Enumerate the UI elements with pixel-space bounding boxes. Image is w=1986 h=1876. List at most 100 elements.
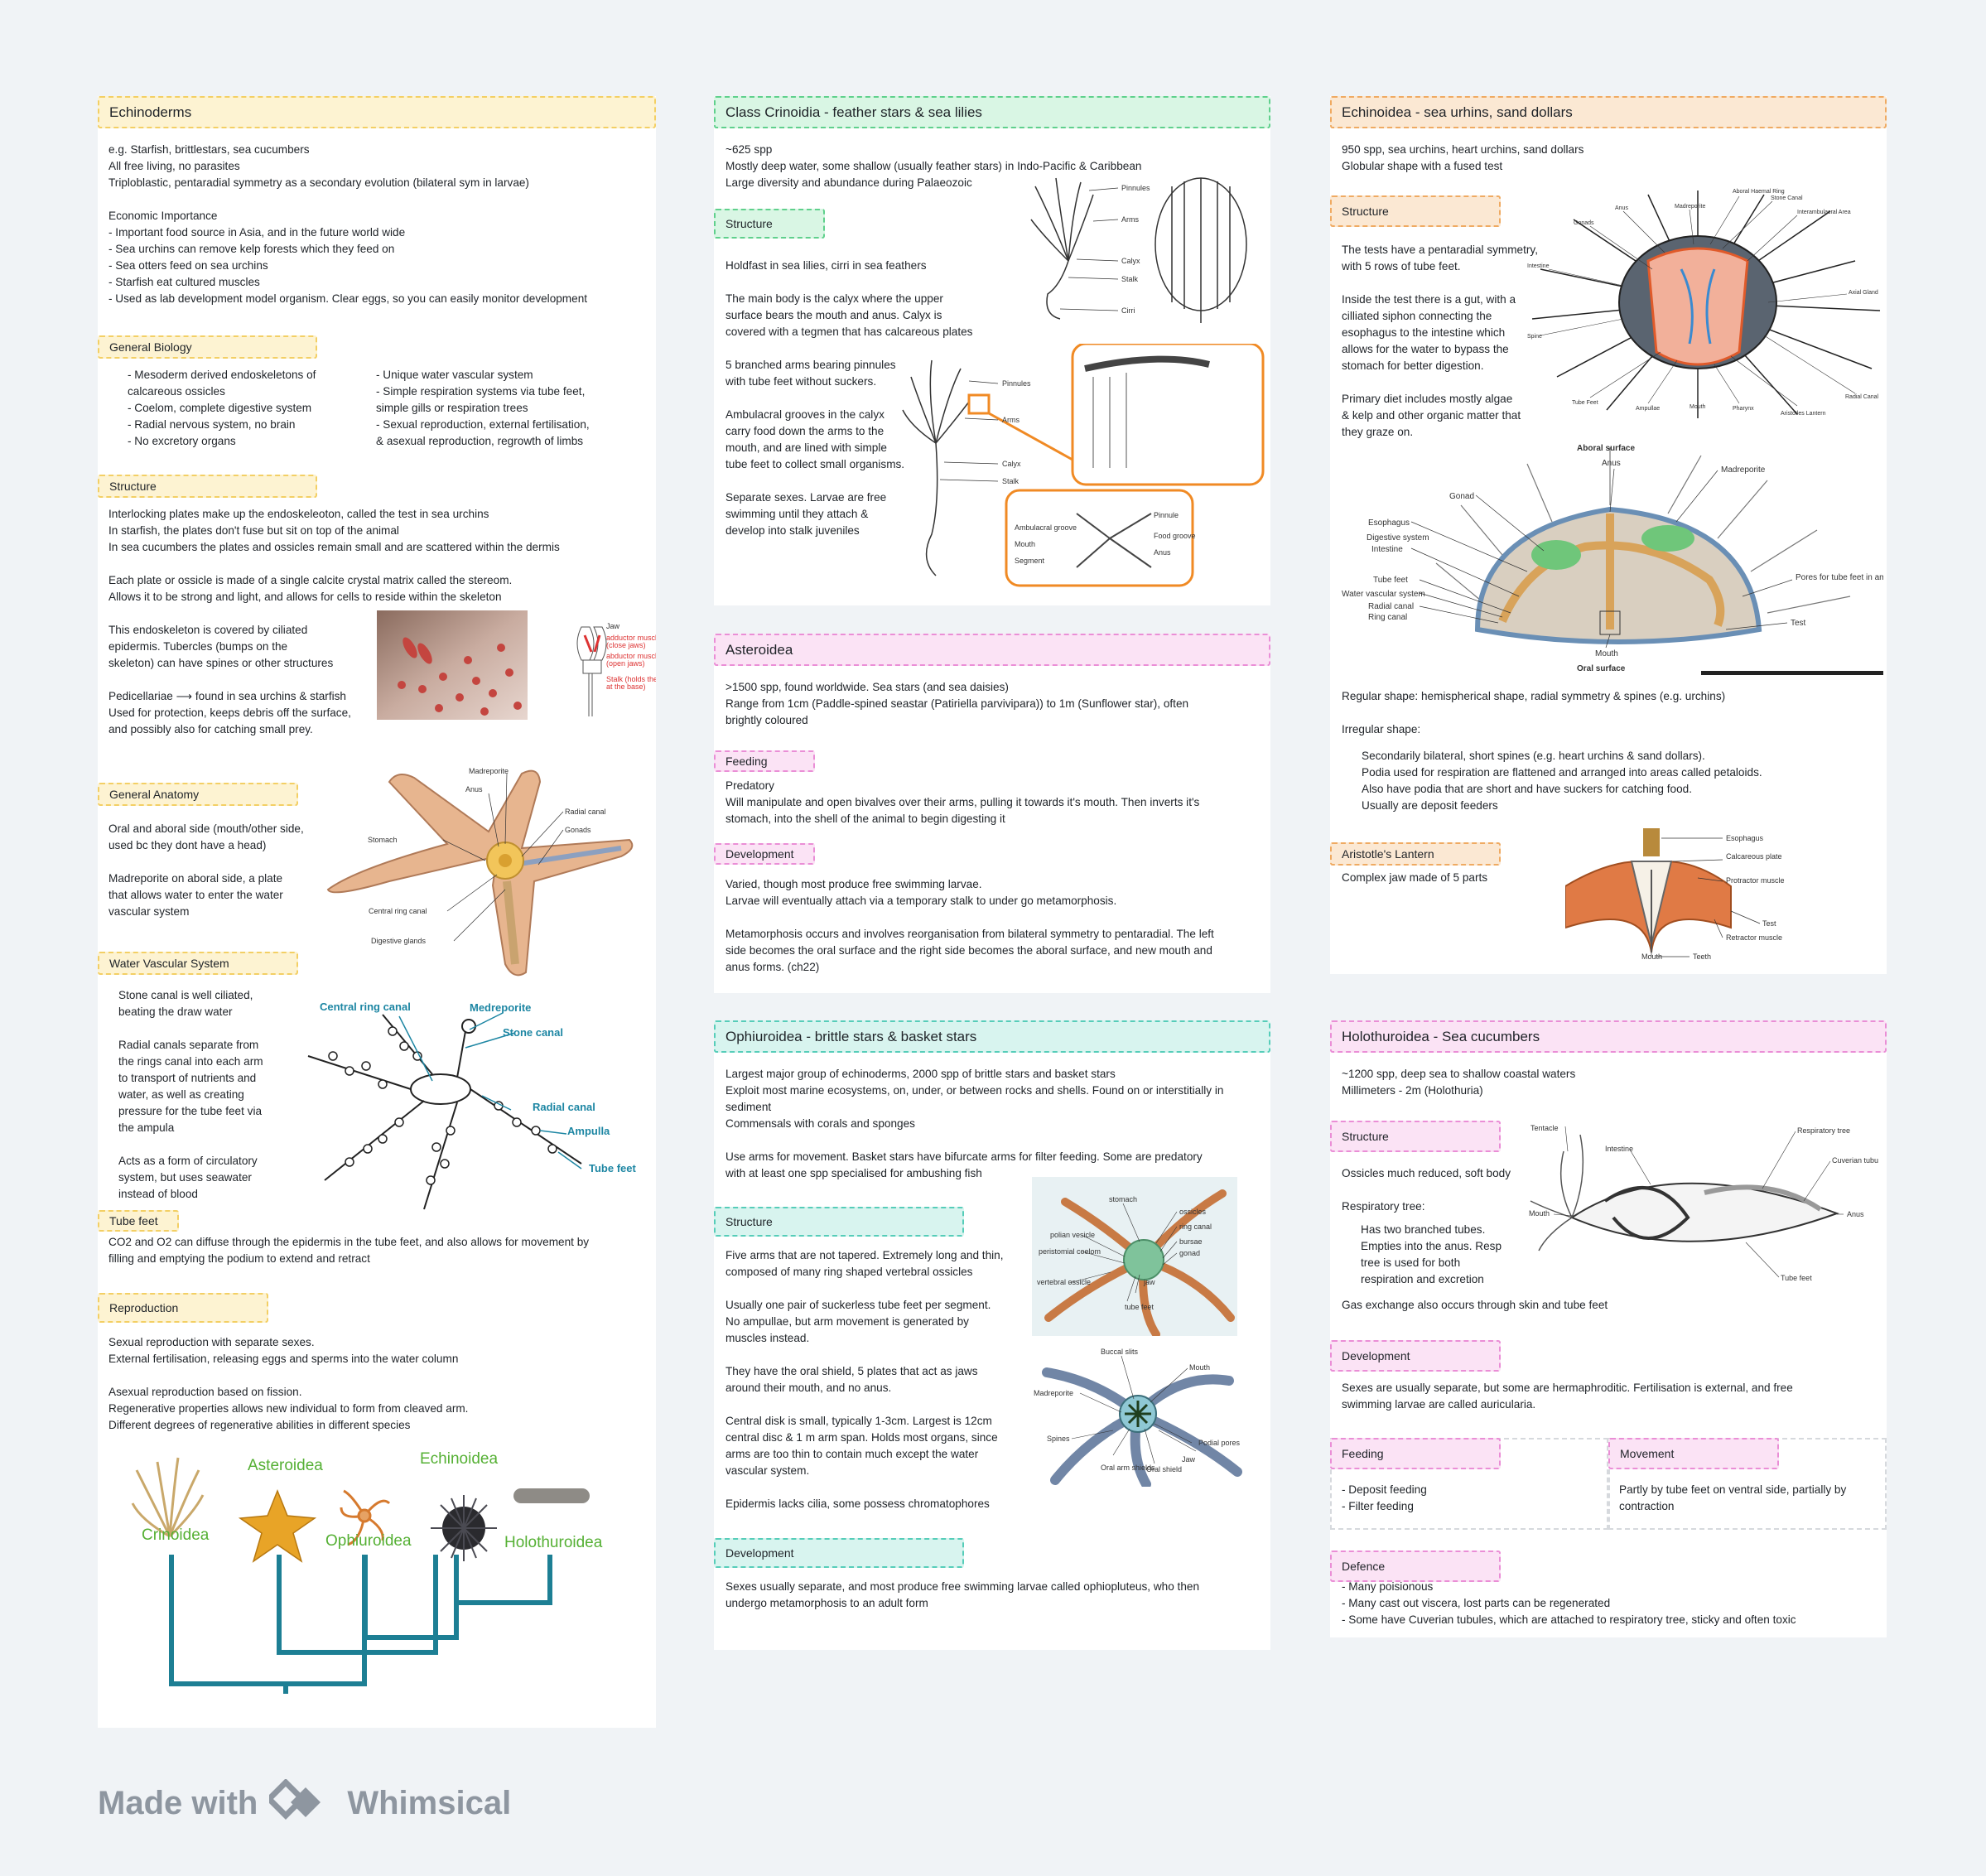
echinoidea-structure-header[interactable]: Structure [1330,195,1501,227]
cucumber-label-resp-tree: Respiratory tree [1797,1126,1850,1135]
whimsical-logo-icon [269,1779,321,1820]
wvs-text: Stone canal is well ciliated, beating th… [118,989,263,1200]
anatomy-label-digestive-glands: Digestive glands [371,937,427,945]
holothuroidea-defence-header[interactable]: Defence [1330,1550,1501,1582]
holothuroidea-movement-header[interactable]: Movement [1608,1438,1779,1469]
aristotles-lantern-text: Complex jaw made of 5 parts [1342,871,1488,884]
anatomy-label-madreporite: Madreporite [469,767,509,775]
wvs-label-central-ring: Central ring canal [320,1001,411,1013]
ped-label-7: at the base) [606,682,646,691]
cucumber-label-anus: Anus [1847,1210,1864,1218]
crinoid-image [131,1457,205,1538]
wvs-label-stone-canal: Stone canal [503,1026,563,1039]
made-with-whimsical[interactable]: Made with Whimsical [98,1779,511,1827]
crinoidia-intro: ~625 spp Mostly deep water, some shallow… [725,143,1142,189]
asteroidea-intro: >1500 spp, found worldwide. Sea stars (a… [725,681,1189,726]
structure-header[interactable]: Structure [98,475,317,498]
crinoid-label-pinnule: Pinnule [1154,511,1179,519]
urchin-label-oral: Oral surface [1577,664,1626,673]
lantern-label-esophagus: Esophagus [1726,834,1764,842]
echinoidea-structure-text: The tests have a pentaradial symmetry, w… [1342,244,1538,438]
lantern-label-protractor: Protractor muscle [1726,876,1785,885]
ophi2-label-spines: Spines [1047,1435,1070,1443]
anatomy-label-anus: Anus [465,785,483,793]
lantern-label-test: Test [1762,919,1776,928]
anatomy-label-gonads: Gonads [565,826,591,834]
wvs-label-tube-feet: Tube feet [589,1162,636,1174]
holothuroidea-feeding-header[interactable]: Feeding [1330,1438,1501,1469]
holothuroidea-card [1330,1020,1887,1637]
ophi2-label-podial: Podial pores [1198,1439,1241,1447]
asteroidea-development-header[interactable]: Development [714,843,815,865]
crinoid-label2-calyx: Calyx [1002,460,1021,468]
crinoid-label2-pinnules: Pinnules [1002,379,1031,388]
crinoid-figure-top: Pinnules Arms Calyx Stalk Cirri [1030,177,1247,323]
ophi-label-ossicles: ossicles [1179,1208,1207,1216]
urchin-label-digestive: Digestive system [1367,533,1429,543]
anatomy-label-stomach: Stomach [368,836,398,844]
general-biology-header[interactable]: General Biology [98,335,317,359]
cucumber-label-cuverian: Cuverian tubules [1832,1156,1878,1165]
ophiuroidea-development-header[interactable]: Development [714,1538,964,1568]
urchin-label-radial: Radial canal [1368,602,1414,611]
crinoid-label2-arms: Arms [1002,416,1020,424]
urchin-label-ring: Ring canal [1368,613,1407,622]
tube-feet-header[interactable]: Tube feet [98,1210,179,1232]
crinoid-label-segment: Segment [1015,557,1045,565]
ped-label-5: (open jaws) [606,659,645,668]
ophi-label-vertebral: vertebral ossicle [1037,1278,1091,1286]
holothuroidea-structure-header[interactable]: Structure [1330,1121,1501,1152]
urchin-top-label-6: Axial Gland [1849,290,1878,296]
tree-label-ophiuroidea: Ophiuroidea [325,1532,412,1550]
asteroidea-title[interactable]: Asteroidea [714,634,1270,666]
urchin-section-figure: Aboral surface Anus Madreporite Gonad Es… [1342,444,1883,675]
crinoidia-structure-text: Holdfast in sea lilies, cirri in sea fea… [725,259,973,537]
urchin-top-label-14: Radial Canal [1845,394,1879,400]
ophi-label-tube-feet: tube feet [1125,1303,1154,1311]
wvs-label-ampulla: Ampulla [567,1125,610,1137]
phylogeny-figure: Crinoidea Asteroidea Ophiuroidea Echinoi… [131,1450,603,1694]
reproduction-text: Sexual reproduction with separate sexes.… [108,1336,469,1431]
ophiuroidea-intro: Largest major group of echinoderms, 2000… [725,1068,1224,1179]
ophi2-label-jaw: Jaw [1182,1455,1196,1464]
ophiuroidea-structure-header[interactable]: Structure [714,1207,964,1237]
crinoidia-title[interactable]: Class Crinoidia - feather stars & sea li… [714,96,1270,128]
crinoid-label-ambulacral: Ambulacral groove [1015,523,1077,532]
echinoidea-shape-text: Regular shape: hemispherical shape, radi… [1342,690,1726,735]
echinoidea-title[interactable]: Echinoidea - sea urhins, sand dollars [1330,96,1887,128]
urchin-top-label-7: Intestine [1527,263,1550,269]
urchin-label-aboral: Aboral surface [1577,444,1635,453]
crinoid-label-arms: Arms [1121,215,1139,224]
urchin-top-label-3: Madreporite [1675,204,1705,210]
reproduction-header[interactable]: Reproduction [98,1293,268,1323]
ped-label-3: (close jaws) [606,641,646,649]
echinoderms-title[interactable]: Echinoderms [98,96,656,128]
pedicellariae-diagram: Jaw adductor muscle (close jaws) abducto… [576,622,656,716]
ophi-label-ring-canal: ring canal [1179,1223,1212,1231]
urchin-top-label-9: Tube Feet [1572,400,1598,406]
ophi-label-jaw: jaw [1143,1278,1155,1286]
lantern-label-mouth: Mouth [1641,952,1662,961]
ophi2-label-oral-shield: Oral shield [1146,1465,1182,1473]
holothuroidea-defence-text: - Many poisionous - Many cast out viscer… [1342,1580,1796,1626]
holothuroidea-development-header[interactable]: Development [1330,1340,1501,1372]
general-anatomy-header[interactable]: General Anatomy [98,783,298,806]
aristotles-lantern-header[interactable]: Aristotle's Lantern [1330,842,1501,866]
holothuroidea-title[interactable]: Holothuroidea - Sea cucumbers [1330,1020,1887,1053]
urchin-top-label-2: Anus [1615,205,1628,211]
holothuroidea-gas-text: Gas exchange also occurs through skin an… [1342,1299,1608,1311]
urchin-top-label-8: Spine [1527,334,1542,340]
wvs-header[interactable]: Water Vascular System [98,952,298,975]
cucumber-label-intestine: Intestine [1605,1145,1633,1153]
crinoidia-structure-header[interactable]: Structure [714,209,825,239]
ped-label-4: abductor muscle [606,652,656,660]
urchin-label-esophagus: Esophagus [1368,518,1410,528]
crinoid-label-anus: Anus [1154,548,1171,557]
asteroidea-feeding-header[interactable]: Feeding [714,750,815,772]
asteroid-image [238,1488,317,1563]
holothuroidea-intro: ~1200 spp, deep sea to shallow coastal w… [1342,1068,1576,1097]
ophiuroidea-title[interactable]: Ophiuroidea - brittle stars & basket sta… [714,1020,1270,1053]
ophi2-label-madreporite: Madreporite [1034,1389,1073,1397]
sea-cucumber-figure: Tentacle Intestine Respiratory tree Cuve… [1529,1124,1878,1282]
cucumber-label-tube-feet: Tube feet [1781,1274,1812,1282]
